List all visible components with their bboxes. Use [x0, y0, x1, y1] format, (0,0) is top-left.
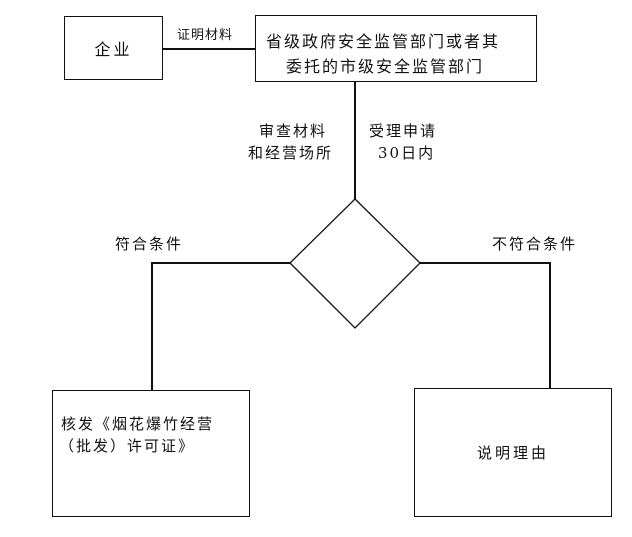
review-label-line2: 和经营场所: [248, 144, 334, 162]
accept-label-line2: 30日内: [378, 144, 436, 162]
qualified-label: 符合条件: [115, 235, 184, 253]
issue-license-line2: （批发）许可证》: [59, 437, 196, 455]
submit-materials-label: 证明材料: [177, 28, 234, 43]
authority-box: 省级政府安全监管部门或者其 委托的市级安全监管部门: [255, 15, 537, 82]
enterprise-box: 企业: [64, 16, 163, 80]
accept-label-line1: 受理申请: [369, 122, 438, 140]
decision-diamond: [289, 198, 421, 329]
enterprise-label: 企业: [94, 40, 133, 59]
explain-reason-label: 说明理由: [476, 444, 549, 462]
explain-reason-box: 说明理由: [414, 388, 612, 517]
issue-license-line1: 核发《烟花爆竹经营: [61, 415, 215, 433]
connector-not-qualified: [420, 262, 551, 388]
review-label-line1: 审查材料: [259, 122, 328, 140]
authority-label-line1: 省级政府安全监管部门或者其: [266, 32, 501, 51]
not-qualified-label: 不符合条件: [492, 235, 578, 253]
authority-label-line2: 委托的市级安全监管部门: [286, 57, 485, 76]
issue-license-box: 核发《烟花爆竹经营 （批发）许可证》: [52, 390, 250, 517]
connector-qualified: [151, 262, 290, 390]
